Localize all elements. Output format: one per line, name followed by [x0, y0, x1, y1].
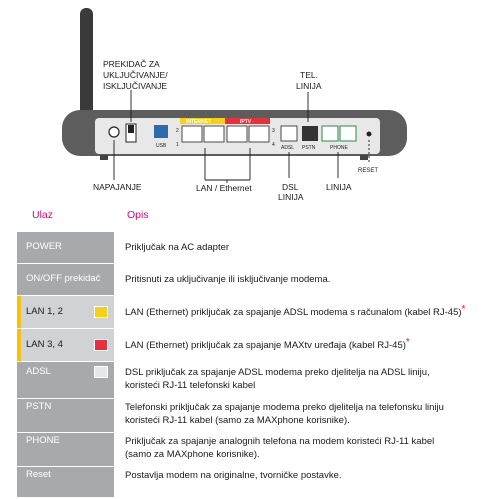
row-desc-line: Priključak za spajanje analognih telefon… [125, 436, 435, 447]
row-key-text: Reset [26, 469, 51, 480]
row-key-text: ON/OFF prekidač [26, 273, 101, 284]
port-num-3: 3 [272, 128, 275, 134]
row-key: Reset [17, 467, 114, 497]
row-desc-text: LAN (Ethernet) priključak za spajanje AD… [125, 307, 462, 318]
phone-label: PHONE [330, 145, 348, 151]
adsl-port [280, 125, 298, 142]
col-header-opis: Opis [127, 209, 149, 221]
antenna [80, 8, 93, 138]
table-row-lan34: LAN 3, 4 LAN (Ethernet) priključak za sp… [17, 329, 487, 362]
switch-label-3: ISKLJUČIVANJE [103, 81, 167, 91]
row-key: ADSL [17, 362, 114, 398]
table-row-reset: Reset Postavlja modem na originalne, tvo… [17, 467, 487, 498]
row-desc-line: (samo za MAXphone korisnike). [125, 449, 260, 460]
adsl-color-swatch [94, 366, 108, 378]
reset-label: RESET [358, 168, 378, 174]
pstn-label: PSTN [302, 145, 316, 151]
row-desc: Postavlja modem na originalne, tvorničke… [125, 467, 487, 482]
tel-label-1: TEL. [300, 70, 318, 80]
row-key-text: PHONE [26, 435, 60, 446]
switch-label-1: PREKIDAČ ZA [103, 59, 160, 69]
row-key-text: LAN 1, 2 [26, 306, 63, 317]
router-rear-diagram: USB INTERNET IPTV 2 1 3 4 ADSL PSTN PHON… [62, 8, 407, 202]
lan-label: LAN / Ethernet [196, 183, 252, 193]
row-desc-line: DSL priključak za spajanje ADSL modema p… [125, 367, 430, 378]
row-key: LAN 3, 4 [17, 329, 114, 361]
row-key-text: PSTN [26, 401, 52, 412]
row-desc: Pritisnuti za uključivanje ili isključiv… [125, 274, 331, 285]
row-desc: LAN (Ethernet) priključak za spajanje MA… [125, 329, 487, 352]
dsl-label-1: DSL [282, 182, 299, 192]
row-desc-line: koristeći RJ-11 telefonski kabel [125, 380, 256, 391]
row-desc-line: Postavlja modem na originalne, tvorničke… [125, 470, 342, 481]
col-header-ulaz: Ulaz [32, 209, 54, 221]
table-row-pstn: PSTN Telefonski priključak za spajanje m… [17, 399, 487, 433]
dsl-label-2: LINIJA [278, 192, 304, 202]
power-jack [108, 126, 120, 138]
row-key: ON/OFF prekidač [17, 264, 114, 295]
table-row-power: POWER Priključak na AC adapter [17, 232, 487, 264]
usb-label: USB [156, 143, 167, 149]
internet-label: INTERNET [186, 119, 211, 125]
napajanje-label: NAPAJANJE [93, 182, 142, 192]
row-key-text: ADSL [26, 366, 51, 377]
usb-port [154, 125, 168, 138]
row-key-text: POWER [26, 241, 62, 252]
reset-hole [366, 131, 372, 137]
pstn-port [302, 126, 318, 141]
phone-port-1 [321, 125, 339, 142]
row-desc: Priključak na AC adapter [125, 242, 230, 253]
row-key: PHONE [17, 433, 114, 466]
table-row-phone: PHONE Priključak za spajanje analognih t… [17, 433, 487, 467]
row-key: LAN 1, 2 [17, 296, 114, 328]
port-num-2: 2 [176, 128, 179, 134]
row-key-text: LAN 3, 4 [26, 339, 63, 350]
switch-label-2: UKLJUČIVANJE/ [103, 70, 168, 80]
row-desc-line: koristeći RJ-11 kabel (samo za MAXphone … [125, 415, 350, 426]
table-row-lan12: LAN 1, 2 LAN (Ethernet) priključak za sp… [17, 296, 487, 329]
row-desc-line: Telefonski priključak za spajanje modema… [125, 402, 444, 413]
row-desc: DSL priključak za spajanje ADSL modema p… [125, 362, 487, 392]
tel-label-2: LINIJA [296, 81, 322, 91]
asterisk: * [405, 337, 410, 348]
iptv-label: IPTV [240, 119, 252, 125]
asterisk: * [461, 304, 466, 315]
row-desc-text: LAN (Ethernet) priključak za spajanje MA… [125, 340, 406, 351]
table-row-adsl: ADSL DSL priključak za spajanje ADSL mod… [17, 362, 487, 399]
port-num-1: 1 [176, 142, 179, 148]
lan34-color-swatch [94, 339, 108, 351]
port-num-4: 4 [272, 142, 275, 148]
row-desc: LAN (Ethernet) priključak za spajanje AD… [125, 296, 487, 319]
lan12-color-swatch [94, 306, 108, 318]
phone-port-2 [339, 125, 357, 142]
row-key: PSTN [17, 399, 114, 432]
lan-ports [181, 125, 270, 143]
row-desc: Priključak za spajanje analognih telefon… [125, 433, 487, 461]
linija-label: LINIJA [326, 182, 352, 192]
table-row-onoff: ON/OFF prekidač Pritisnuti za uključivan… [17, 264, 487, 296]
ports-table: POWER Priključak na AC adapter ON/OFF pr… [17, 232, 487, 498]
row-key: POWER [17, 232, 114, 263]
row-desc: Telefonski priključak za spajanje modema… [125, 399, 487, 427]
adsl-label: ADSL [281, 145, 294, 151]
